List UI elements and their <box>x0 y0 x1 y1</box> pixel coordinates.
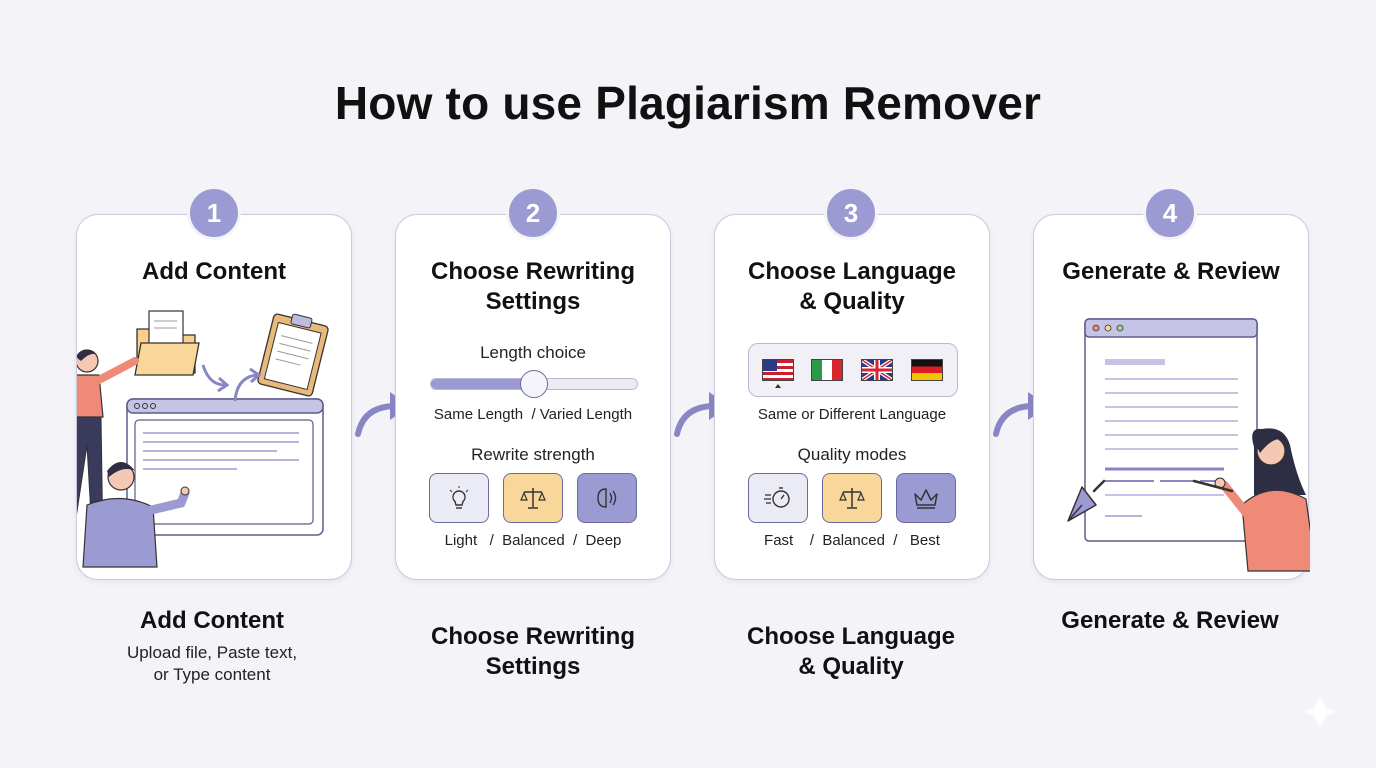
step-1-card: Add Content <box>76 214 352 580</box>
language-label: Same or Different Language <box>757 406 947 423</box>
length-slider-fill <box>431 379 534 389</box>
step-3-caption-line2: & Quality <box>798 653 904 680</box>
step-4-card: Generate & Review <box>1033 214 1310 580</box>
quality-fast-tile[interactable] <box>748 473 808 523</box>
brain-icon <box>597 488 617 508</box>
step-1-title: Add Content <box>142 258 286 285</box>
step-4-title: Generate & Review <box>1062 258 1280 285</box>
length-slider-knob[interactable] <box>520 370 548 398</box>
scale-icon <box>839 488 865 509</box>
selected-indicator-icon <box>775 384 781 388</box>
uk-flag-cross-icon <box>862 360 892 380</box>
crown-icon <box>914 489 938 509</box>
step-2-title-line2: Settings <box>485 288 581 315</box>
step-2-title: Choose Rewriting Settings <box>396 257 670 317</box>
step-2-caption-line2: Settings <box>485 653 581 680</box>
step-3-title: Choose Language & Quality <box>715 257 989 317</box>
generate-review-illustration <box>1067 318 1310 572</box>
strength-balanced-tile[interactable] <box>503 473 563 523</box>
germany-flag-icon[interactable] <box>911 359 943 381</box>
step-3-card: Choose Language & Quality Same or Differ… <box>714 214 990 580</box>
step-2-card: Choose Rewriting Settings Length choice … <box>395 214 671 580</box>
scale-icon <box>520 488 546 509</box>
quality-options-label: Fast / Balanced / Best <box>764 532 940 549</box>
length-options-label: Same Length / Varied Length <box>433 406 633 423</box>
rewrite-strength-label: Rewrite strength <box>471 445 595 464</box>
step-2-caption-title: Choose Rewriting Settings <box>383 622 683 682</box>
step-3-caption-line1: Choose Language <box>746 623 956 650</box>
strength-deep-tile[interactable] <box>577 473 637 523</box>
quality-balanced-tile[interactable] <box>822 473 882 523</box>
page-title: How to use Plagiarism Remover <box>334 77 1042 129</box>
step-2-number-badge: 2 <box>506 186 560 240</box>
step-2-caption-line1: Choose Rewriting <box>430 623 635 650</box>
step-4-number-badge: 4 <box>1143 186 1197 240</box>
language-selector[interactable] <box>748 343 958 397</box>
strength-options-label: Light / Balanced / Deep <box>444 532 622 549</box>
step-1-number-badge: 1 <box>187 186 241 240</box>
length-choice-label: Length choice <box>480 343 586 362</box>
step-3-number-badge: 3 <box>824 186 878 240</box>
add-content-illustration <box>77 310 329 568</box>
bulb-icon <box>449 486 469 509</box>
stopwatch-icon <box>764 487 790 508</box>
step-2-title-line1: Choose Rewriting <box>430 258 635 285</box>
step-1-caption-title: Add Content <box>140 607 284 634</box>
quality-best-tile[interactable] <box>896 473 956 523</box>
us-flag-icon[interactable] <box>762 359 794 381</box>
strength-light-tile[interactable] <box>429 473 489 523</box>
step-3-title-line2: & Quality <box>799 288 905 315</box>
step-3-caption-title: Choose Language & Quality <box>701 622 1001 682</box>
italy-flag-icon[interactable] <box>811 359 843 381</box>
step-1-caption-line2: or Type content <box>153 665 271 684</box>
sparkle-icon <box>1302 694 1338 730</box>
quality-modes-label: Quality modes <box>797 445 907 464</box>
uk-flag-icon[interactable] <box>861 359 893 381</box>
step-1-caption-line1: Upload file, Paste text, <box>126 643 298 662</box>
step-4-caption-title: Generate & Review <box>1061 607 1279 634</box>
step-3-title-line1: Choose Language <box>747 258 957 285</box>
